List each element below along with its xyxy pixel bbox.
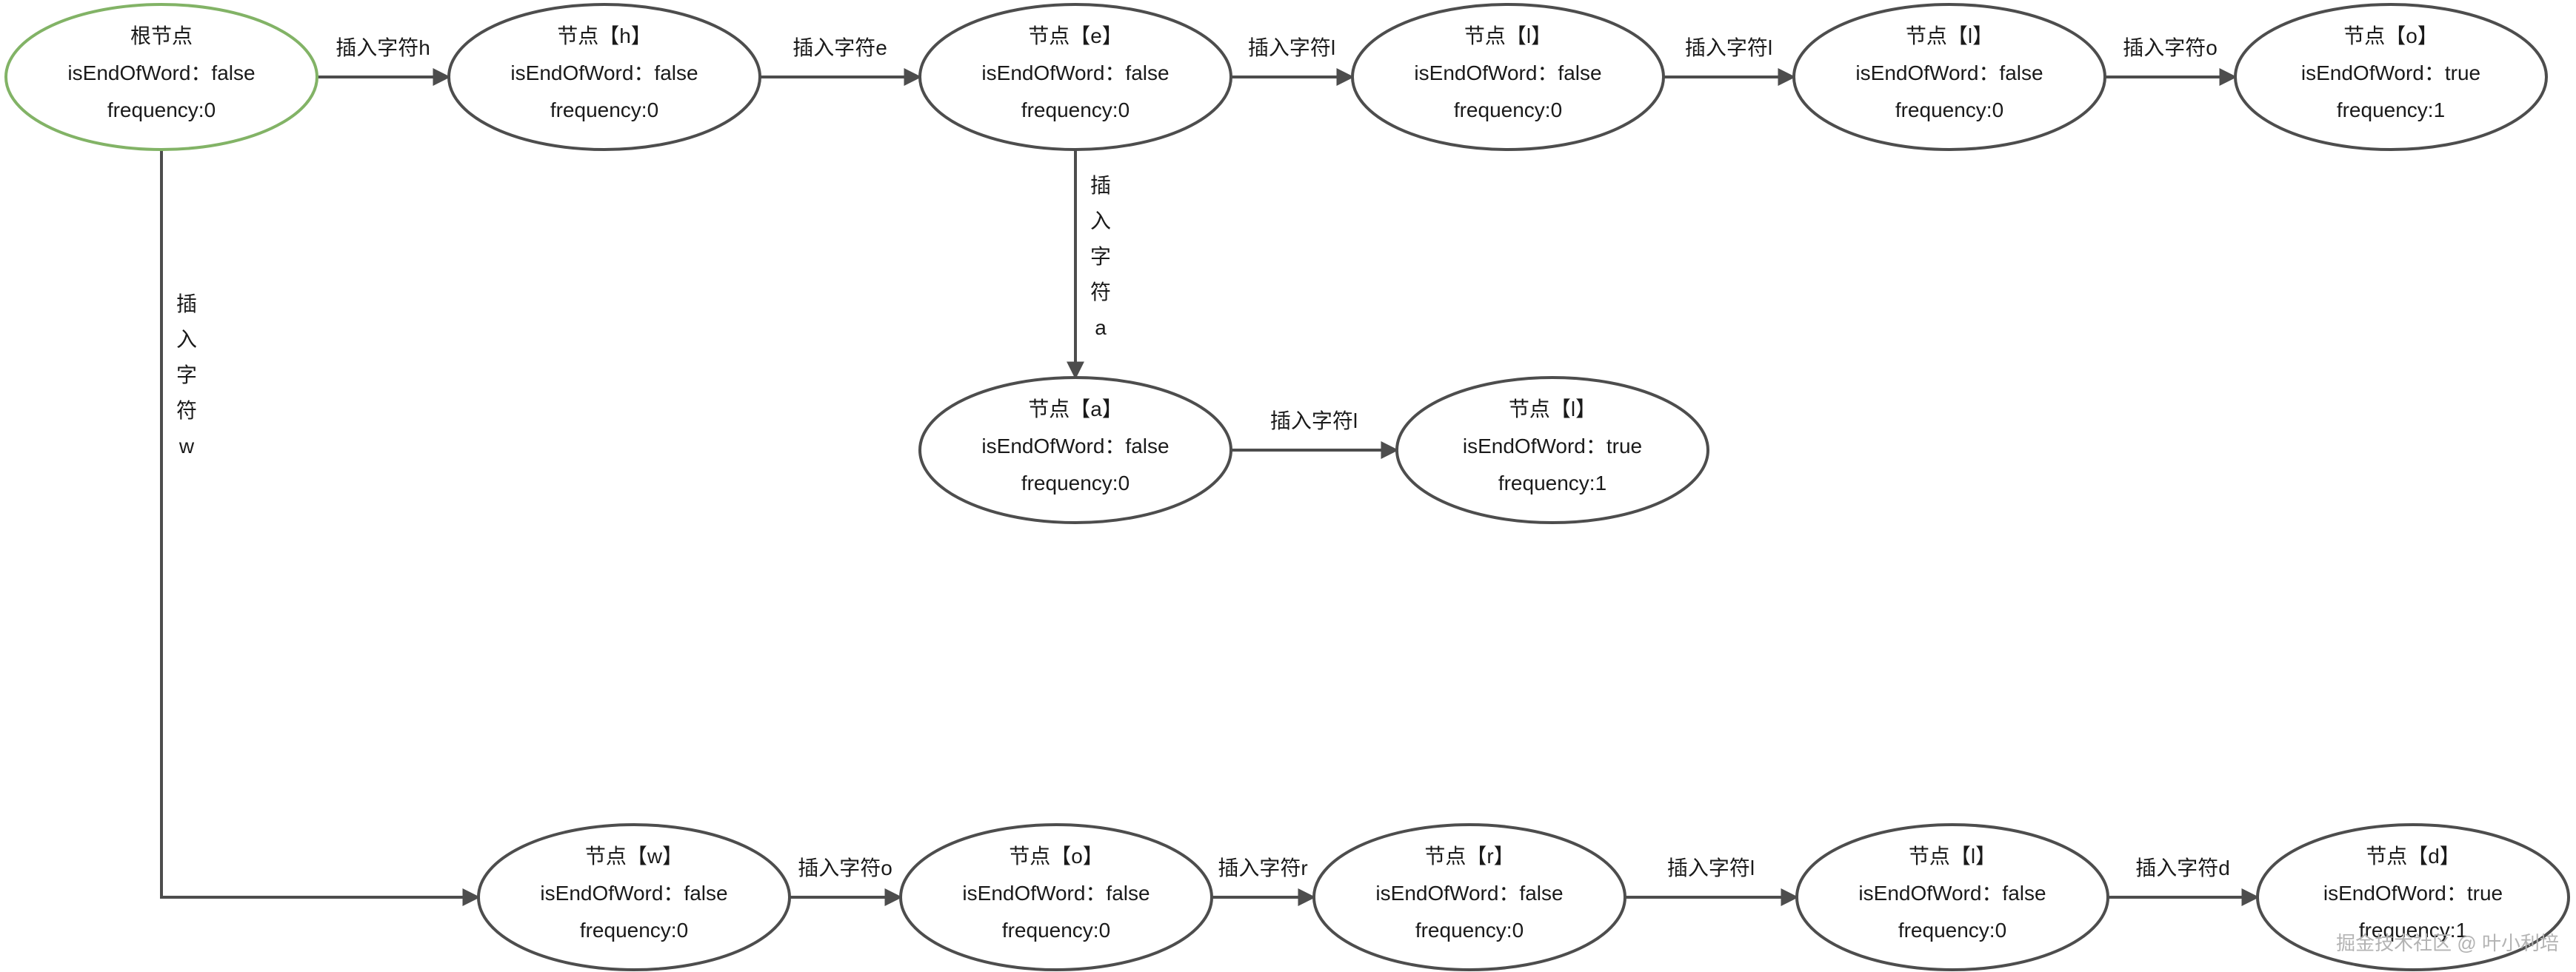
node-l1-shape: [1351, 3, 1665, 151]
node-e-freq: frequency:0: [1021, 98, 1129, 121]
node-l3: 节点【l】 isEndOfWord：true frequency:1: [1395, 376, 1709, 524]
node-l2-freq: frequency:0: [1895, 98, 2003, 121]
node-e-title: 节点【e】: [1028, 24, 1123, 47]
node-l3-shape: [1395, 376, 1709, 524]
edge-label-w-to-o2: 插入字符o: [798, 857, 892, 879]
node-a-freq: frequency:0: [1021, 472, 1129, 495]
node-h-title: 节点【h】: [557, 24, 652, 47]
node-l4-shape: [1795, 823, 2109, 971]
node-l1-freq: frequency:0: [1454, 98, 1562, 121]
node-o2-shape: [899, 823, 1213, 971]
edge-label-h-to-e: 插入字符e: [793, 36, 887, 59]
node-w-title: 节点【w】: [585, 845, 683, 868]
node-d-end: isEndOfWord：true: [2323, 882, 2503, 905]
node-w: 节点【w】 isEndOfWord：false frequency:0: [477, 823, 791, 971]
node-e-end: isEndOfWord：false: [981, 61, 1169, 84]
node-e: 节点【e】 isEndOfWord：false frequency:0: [918, 3, 1232, 151]
edge-label-root-to-h: 插入字符h: [336, 36, 430, 59]
node-o1-end: isEndOfWord：true: [2301, 61, 2480, 84]
node-l2-title: 节点【l】: [1906, 24, 1993, 47]
node-l1: 节点【l】 isEndOfWord：false frequency:0: [1351, 3, 1665, 151]
edge-label-r-to-l4: 插入字符l: [1667, 857, 1755, 879]
edge-label-e-to-l1: 插入字符l: [1248, 36, 1335, 59]
node-o1: 节点【o】 isEndOfWord：true frequency:1: [2234, 3, 2548, 151]
node-o1-freq: frequency:1: [2337, 98, 2445, 121]
edge-label-a-to-l3: 插入字符l: [1270, 409, 1358, 432]
node-d-freq: frequency:1: [2359, 919, 2467, 942]
node-w-shape: [477, 823, 791, 971]
node-l3-freq: frequency:1: [1498, 472, 1606, 495]
node-r: 节点【r】 isEndOfWord：false frequency:0: [1312, 823, 1626, 971]
node-w-end: isEndOfWord：false: [540, 882, 727, 905]
node-root-end: isEndOfWord：false: [67, 61, 255, 84]
node-o1-shape: [2234, 3, 2548, 151]
node-l4-end: isEndOfWord：false: [1858, 882, 2046, 905]
node-a-title: 节点【a】: [1028, 398, 1123, 420]
edge-label-l4-to-d: 插入字符d: [2135, 857, 2230, 879]
node-o2-freq: frequency:0: [1002, 919, 1110, 942]
node-h-shape: [447, 3, 761, 151]
node-a-end: isEndOfWord：false: [981, 435, 1169, 457]
edge-label-l1-to-l2: 插入字符l: [1685, 36, 1772, 59]
edge-label-o2-to-r: 插入字符r: [1218, 857, 1307, 879]
node-h: 节点【h】 isEndOfWord：false frequency:0: [447, 3, 761, 151]
node-o2-end: isEndOfWord：false: [962, 882, 1149, 905]
nodes-layer: 根节点 isEndOfWord：false frequency:0 节点【h】 isEn…: [4, 3, 2570, 971]
node-h-end: isEndOfWord：false: [510, 61, 698, 84]
node-root-title: 根节点: [130, 24, 193, 47]
node-root-shape: [4, 3, 318, 151]
node-l2: 节点【l】 isEndOfWord：false frequency:0: [1792, 3, 2106, 151]
node-o1-title: 节点【o】: [2343, 24, 2438, 47]
node-a-shape: [918, 376, 1232, 524]
node-o2-title: 节点【o】: [1009, 845, 1104, 868]
node-d: 节点【d】 isEndOfWord：true frequency:1: [2256, 823, 2570, 971]
node-l2-end: isEndOfWord：false: [1855, 61, 2043, 84]
node-root-freq: frequency:0: [107, 98, 216, 121]
edge-root-to-w: [160, 150, 481, 906]
node-o2: 节点【o】 isEndOfWord：false frequency:0: [899, 823, 1213, 971]
node-l4-title: 节点【l】: [1909, 845, 1996, 868]
node-r-title: 节点【r】: [1424, 845, 1514, 868]
node-root: 根节点 isEndOfWord：false frequency:0: [4, 3, 318, 151]
node-w-freq: frequency:0: [580, 919, 688, 942]
node-r-end: isEndOfWord：false: [1375, 882, 1563, 905]
node-d-title: 节点【d】: [2366, 845, 2460, 868]
edge-label-l2-to-o1: 插入字符o: [2123, 36, 2218, 59]
node-l3-title: 节点【l】: [1509, 398, 1596, 420]
node-a: 节点【a】 isEndOfWord：false frequency:0: [918, 376, 1232, 524]
node-r-shape: [1312, 823, 1626, 971]
node-r-freq: frequency:0: [1415, 919, 1524, 942]
watermark-text: 掘金技术社区 @ 叶小利培: [2336, 932, 2559, 954]
node-l4: 节点【l】 isEndOfWord：false frequency:0: [1795, 823, 2109, 971]
node-d-shape: [2256, 823, 2570, 971]
node-l1-title: 节点【l】: [1464, 24, 1552, 47]
node-h-freq: frequency:0: [550, 98, 658, 121]
node-e-shape: [918, 3, 1232, 151]
node-l3-end: isEndOfWord：true: [1463, 435, 1642, 457]
node-l2-shape: [1792, 3, 2106, 151]
node-l4-freq: frequency:0: [1898, 919, 2006, 942]
node-l1-end: isEndOfWord：false: [1414, 61, 1601, 84]
